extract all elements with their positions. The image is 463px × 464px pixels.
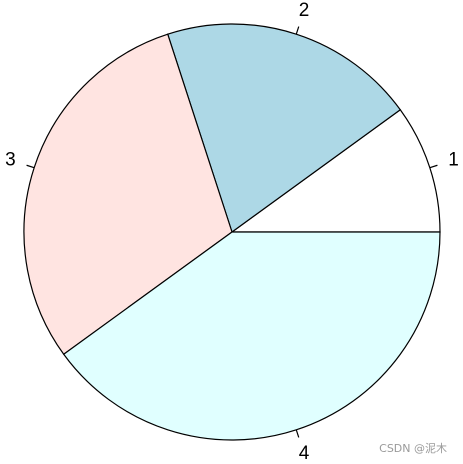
slice-label-4: 4 [299,443,310,464]
label-tick-1 [429,164,438,169]
pie-slice-3 [23,33,233,356]
pie-slices [23,23,441,441]
slice-label-1: 1 [448,150,459,171]
slice-label-2: 2 [299,0,310,21]
slice-labels: 1 2 3 4 [5,0,459,464]
label-tick-2 [295,26,300,35]
label-ticks [26,26,438,438]
label-tick-4 [295,429,300,438]
label-tick-3 [26,164,35,169]
pie-slice-1 [230,108,441,233]
slice-label-3: 3 [5,150,16,171]
watermark: CSDN @泥木 [379,442,447,455]
